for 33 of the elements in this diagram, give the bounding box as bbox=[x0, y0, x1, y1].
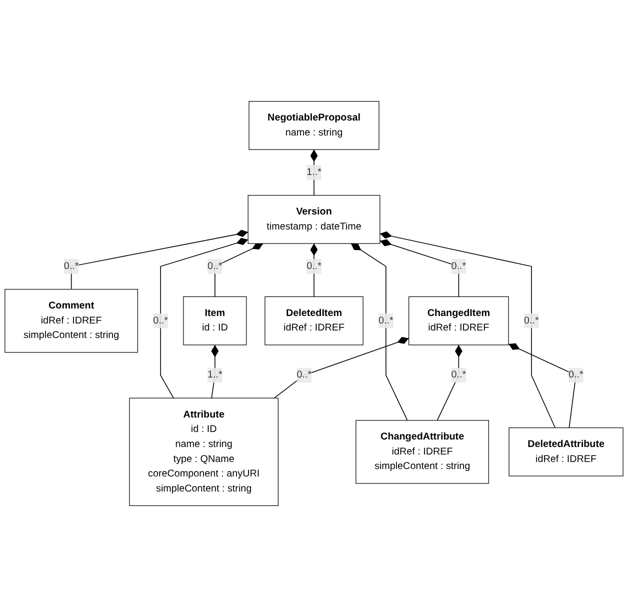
edge-label: 0..* bbox=[153, 315, 168, 326]
connector bbox=[350, 243, 408, 421]
node-box: Version timestamp : dateTime bbox=[248, 195, 380, 244]
edge-label: 0..* bbox=[296, 370, 312, 380]
node-box: Comment idRef : IDREF simpleContent : string bbox=[4, 288, 138, 353]
node-box: NegotiableProposal name : string bbox=[248, 101, 380, 150]
edge-label: 0..* bbox=[451, 370, 466, 380]
connector bbox=[274, 336, 410, 398]
node-box: Attribute id : ID name : string type : QName coreComponent : anyURI simpleContent : string bbox=[129, 398, 278, 506]
node-box: ChangedAttribute idRef : IDREF simpleContent : string bbox=[356, 420, 489, 484]
connector bbox=[70, 230, 248, 290]
edge-label: 0..* bbox=[306, 260, 322, 272]
connector bbox=[436, 344, 462, 421]
node-box: DeletedItem idRef : IDREF bbox=[264, 296, 364, 346]
node-box: ChangedItem idRef : IDREF bbox=[408, 296, 509, 346]
node-box: DeletedAttribute idRef : IDREF bbox=[508, 427, 624, 476]
connector bbox=[380, 231, 556, 428]
connector bbox=[310, 243, 318, 298]
node-box: Item id : ID bbox=[183, 296, 247, 346]
edge-label: 0..* bbox=[524, 315, 539, 326]
edge-label: 1..* bbox=[208, 370, 222, 380]
edge-label: 0..* bbox=[568, 370, 584, 380]
connector bbox=[380, 239, 460, 298]
edge-label: 0..* bbox=[451, 260, 466, 272]
connector bbox=[160, 238, 248, 398]
edge-label: 0..* bbox=[208, 260, 222, 272]
connector bbox=[310, 149, 318, 196]
connector bbox=[214, 242, 264, 298]
connector bbox=[211, 344, 219, 398]
connector bbox=[508, 343, 576, 428]
edge-label: 0..* bbox=[378, 315, 394, 326]
edge-label: 0..* bbox=[64, 260, 79, 272]
edge-label: 1..* bbox=[306, 166, 322, 178]
